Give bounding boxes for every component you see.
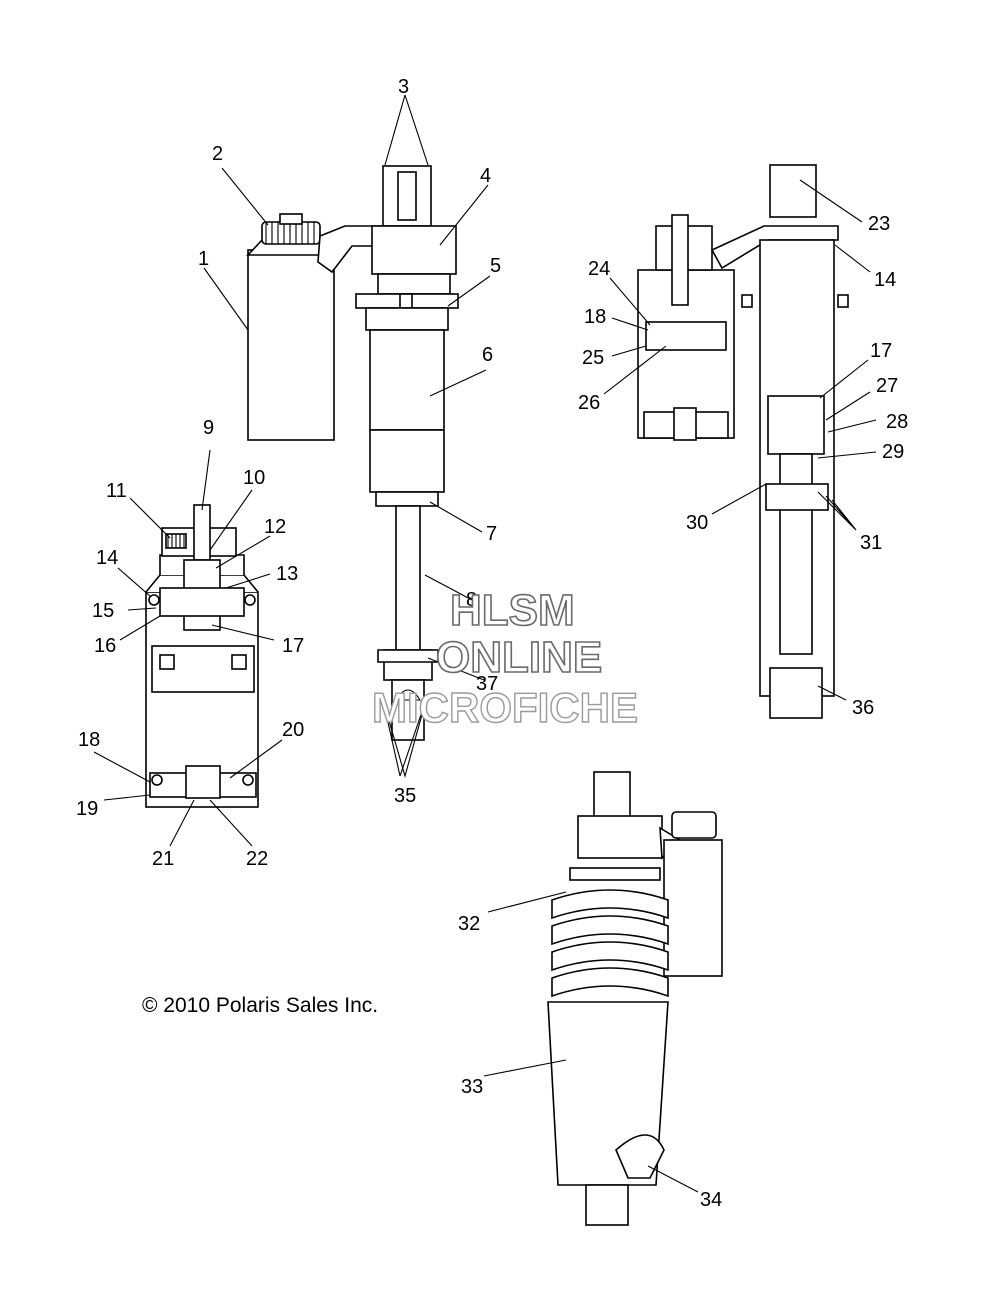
reservoir-bridge xyxy=(317,225,389,274)
callout-16: 16 xyxy=(94,635,116,657)
section-valve-stem xyxy=(193,504,211,561)
callout-22: 22 xyxy=(246,848,268,870)
callout-21: 21 xyxy=(152,848,174,870)
spring-coil-2 xyxy=(551,915,669,946)
callout-34: 34 xyxy=(700,1189,722,1211)
callout-31: 31 xyxy=(860,532,882,554)
watermark-line-2: ONLINE xyxy=(436,633,602,682)
shock-assembly-exploded xyxy=(246,94,459,779)
damper-body-lower xyxy=(369,429,445,493)
callout-19: 19 xyxy=(76,798,98,820)
callout-6: 6 xyxy=(482,344,493,366)
callout-1: 1 xyxy=(198,248,209,270)
rod-seal xyxy=(375,491,439,507)
spring-coil-3 xyxy=(551,941,669,972)
callout-3: 3 xyxy=(398,76,409,98)
reservoir-cap xyxy=(261,221,321,245)
callout-35: 35 xyxy=(394,785,416,807)
right-bridge xyxy=(710,225,839,270)
callout-28: 28 xyxy=(886,411,908,433)
leader-lines xyxy=(93,167,877,1193)
callout-11: 11 xyxy=(106,480,127,502)
callout-4: 4 xyxy=(480,165,491,187)
callout-5: 5 xyxy=(490,255,501,277)
section-piston xyxy=(159,587,245,617)
assembled-shock xyxy=(547,771,723,1226)
right-reservoir-stem xyxy=(671,214,689,306)
callout-14-right: 14 xyxy=(874,269,896,291)
callout-17-right: 17 xyxy=(870,340,892,362)
callout-37: 37 xyxy=(476,673,498,695)
callout-33: 33 xyxy=(461,1076,483,1098)
callout-36: 36 xyxy=(852,697,874,719)
callout-35-leader xyxy=(382,699,427,777)
callout-25: 25 xyxy=(582,347,604,369)
spring-coil-4 xyxy=(551,967,669,998)
right-lower-eyelet xyxy=(769,667,823,719)
right-seal-head xyxy=(765,483,829,511)
shaft xyxy=(395,505,421,653)
section-valve xyxy=(185,765,221,799)
shock-cross-section xyxy=(637,164,849,719)
callout-20: 20 xyxy=(282,719,304,741)
right-piston-main xyxy=(767,395,825,455)
copyright-notice: © 2010 Polaris Sales Inc. xyxy=(142,994,378,1017)
collar-threads xyxy=(365,307,449,331)
callout-23: 23 xyxy=(868,213,890,235)
watermark-line-3: MICROFICHE xyxy=(372,684,638,731)
callout-13: 13 xyxy=(276,563,298,585)
callout-32: 32 xyxy=(458,913,480,935)
assembled-reservoir xyxy=(663,839,723,977)
assembled-eyelet xyxy=(593,771,631,819)
callout-8: 8 xyxy=(466,589,477,611)
callout-18-left: 18 xyxy=(78,729,100,751)
assembled-reservoir-cap xyxy=(671,811,717,839)
callout-labels: 1 2 3 4 5 6 7 8 9 10 11 12 13 14 15 16 1… xyxy=(76,76,908,1211)
right-piston xyxy=(645,321,727,351)
spring-coil-1 xyxy=(551,889,669,920)
callout-30: 30 xyxy=(686,512,708,534)
assembled-collar xyxy=(569,867,661,881)
reservoir-valve xyxy=(279,213,303,225)
cap-ring xyxy=(377,273,451,295)
callout-7: 7 xyxy=(486,523,497,545)
callout-27: 27 xyxy=(876,375,898,397)
callout-24: 24 xyxy=(588,258,610,280)
reservoir-cross-section xyxy=(145,504,259,808)
callout-17-left: 17 xyxy=(282,635,304,657)
callout-9: 9 xyxy=(203,417,214,439)
callout-15: 15 xyxy=(92,600,114,622)
assembled-lower-eyelet xyxy=(585,1184,629,1226)
watermark: HLSM ONLINE MICROFICHE xyxy=(371,585,638,732)
lower-bushing xyxy=(615,1134,665,1179)
assembled-cap xyxy=(577,815,663,859)
watermark-line-1: HLSM xyxy=(450,586,575,635)
reservoir-body xyxy=(247,249,335,441)
callout-29: 29 xyxy=(882,441,904,463)
callout-26: 26 xyxy=(578,392,600,414)
callout-10: 10 xyxy=(243,467,265,489)
callout-2: 2 xyxy=(212,143,223,165)
callout-18-right: 18 xyxy=(584,306,606,328)
callout-12: 12 xyxy=(264,516,286,538)
damper-body xyxy=(369,329,445,431)
upper-body-cap xyxy=(371,225,457,275)
callout-3-leader xyxy=(384,94,429,166)
callout-14-left: 14 xyxy=(96,547,118,569)
right-eyelet xyxy=(769,164,817,218)
